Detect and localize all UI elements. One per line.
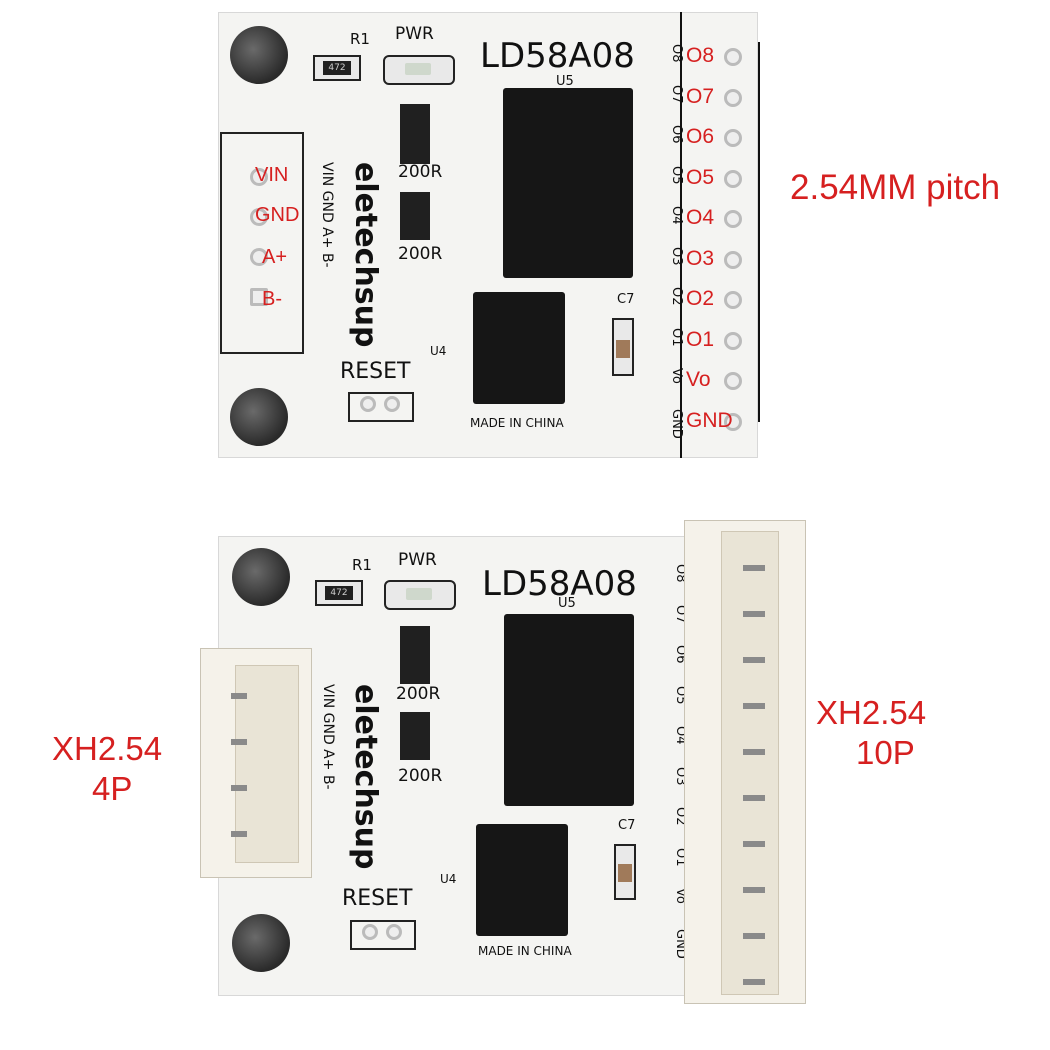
right-pin-annotation: O5 — [686, 165, 715, 189]
mounting-hole — [232, 548, 290, 606]
reset-label: RESET — [340, 359, 411, 384]
pwr-led — [383, 55, 455, 85]
connector-pin — [743, 565, 765, 571]
resistor-array-2 — [400, 712, 430, 760]
connector-pin — [743, 979, 765, 985]
res1-label: 200R — [396, 684, 441, 704]
pin-hole — [250, 248, 268, 266]
xh254-10p-connector — [684, 520, 806, 1004]
r1-resistor: 472 — [313, 55, 361, 81]
pin-hole — [724, 372, 742, 390]
r1-label: R1 — [350, 30, 370, 48]
chip-u4 — [473, 292, 565, 404]
left-header-outline — [220, 132, 304, 354]
connector-pin — [743, 749, 765, 755]
connector-pin — [743, 703, 765, 709]
reset-header — [348, 392, 414, 422]
resistor-array-1 — [400, 626, 430, 684]
made-in-label: MADE IN CHINA — [470, 416, 564, 430]
capacitor-c7 — [612, 318, 634, 376]
pin-hole — [724, 88, 742, 107]
c7-label: C7 — [617, 292, 635, 307]
pin-hole — [724, 129, 742, 147]
c7-label: C7 — [618, 818, 636, 833]
pin-hole-square — [250, 288, 268, 306]
res2-label: 200R — [398, 766, 443, 786]
model-label: LD58A08 — [482, 564, 637, 604]
mounting-hole — [230, 388, 288, 446]
model-label: LD58A08 — [480, 36, 635, 76]
connector-pin — [743, 887, 765, 893]
left-pins-silk: VIN GND A+ B- — [320, 684, 336, 790]
resistor-array-2 — [400, 192, 430, 240]
right-pin-annotation: O2 — [686, 287, 715, 310]
pin-hole — [250, 168, 268, 186]
pwr-led — [384, 580, 456, 610]
left-connector-type: XH2.54 — [52, 730, 163, 767]
right-pin-annotation: O4 — [686, 206, 715, 229]
left-pin-annotation: B- — [262, 288, 282, 310]
pin-hole — [724, 169, 742, 188]
connector-pin — [743, 795, 765, 801]
res2-label: 200R — [398, 244, 443, 264]
right-pin-annotation: Vo — [686, 368, 711, 391]
left-connector-pins: 4P — [92, 770, 133, 807]
pitch-annotation: 2.54MM pitch — [790, 168, 1001, 207]
connector-pin — [743, 841, 765, 847]
reset-label: RESET — [342, 886, 413, 911]
pin-hole — [724, 291, 742, 309]
pin-hole — [250, 208, 268, 226]
right-pin-annotation: O6 — [686, 125, 715, 148]
u5-label: U5 — [558, 596, 576, 611]
pin-hole — [724, 412, 742, 431]
pin-hole — [724, 48, 742, 66]
left-pin-annotation: GND — [255, 204, 300, 226]
connector-pin — [743, 657, 765, 663]
reset-header — [350, 920, 416, 950]
pwr-label: PWR — [395, 24, 434, 44]
right-pin-annotation: GND — [686, 408, 733, 432]
connector-pin — [743, 933, 765, 939]
led-icon — [406, 588, 432, 600]
left-pins-silk: VIN GND A+ B- — [319, 162, 335, 268]
xh254-4p-connector — [200, 648, 312, 878]
led-icon — [405, 63, 431, 75]
right-pin-annotation: O3 — [686, 246, 715, 270]
resistor-array-1 — [400, 104, 430, 164]
mounting-hole — [230, 26, 288, 84]
u4-label: U4 — [430, 344, 447, 358]
connector-pin — [743, 611, 765, 617]
right-pin-annotation: O8 — [686, 44, 715, 67]
mounting-hole — [232, 914, 290, 972]
res1-label: 200R — [398, 162, 443, 182]
pin-hole — [724, 210, 742, 228]
right-connector-pins: 10P — [856, 734, 915, 771]
pwr-label: PWR — [398, 550, 437, 570]
pin-hole — [724, 331, 742, 350]
right-connector-type: XH2.54 — [816, 694, 927, 731]
right-pin-annotation: O7 — [686, 84, 715, 108]
left-pin-annotation: VIN — [255, 164, 289, 186]
capacitor-c7 — [614, 844, 636, 900]
chip-u5 — [504, 614, 634, 806]
made-in-label: MADE IN CHINA — [478, 944, 572, 958]
right-pin-annotation: O1 — [686, 327, 715, 351]
left-pin-annotation: A+ — [262, 246, 288, 268]
pcb-board-top: R1 472 PWR 200R 200R eletechsup VIN GND … — [218, 12, 760, 458]
chip-u5 — [503, 88, 633, 278]
pin-hole — [724, 250, 742, 269]
u4-label: U4 — [440, 872, 457, 886]
u5-label: U5 — [556, 74, 574, 89]
brand-label: eletechsup — [348, 684, 383, 870]
chip-u4 — [476, 824, 568, 936]
r1-resistor: 472 — [315, 580, 363, 606]
brand-label: eletechsup — [348, 162, 383, 348]
r1-label: R1 — [352, 556, 372, 574]
